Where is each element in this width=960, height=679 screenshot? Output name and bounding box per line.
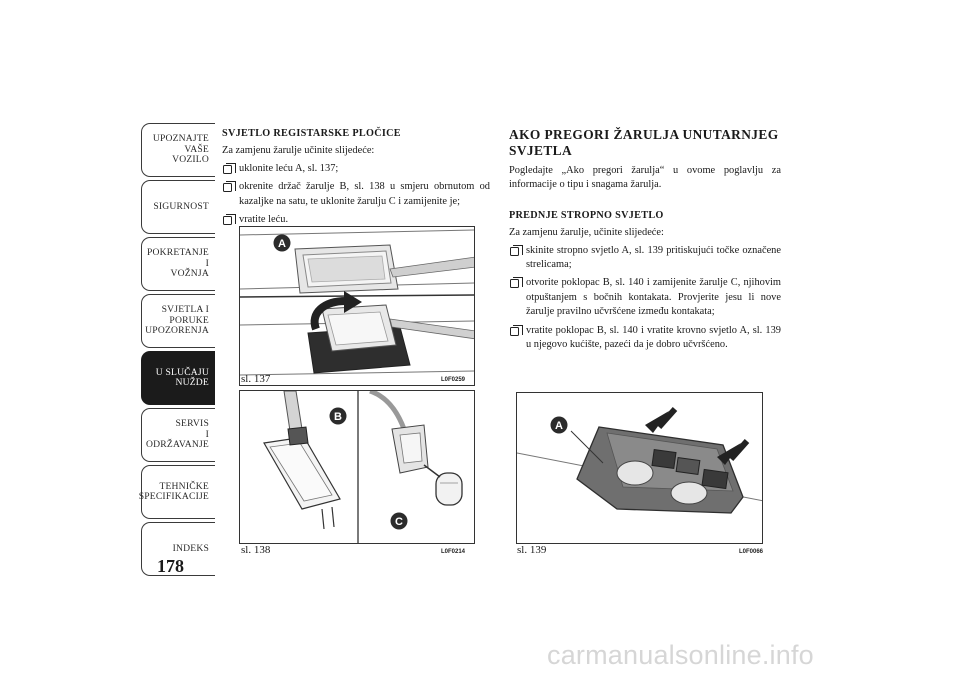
callout-label: A <box>278 238 286 250</box>
tab-tehnicke-specifikacije[interactable]: TEHNIČKE SPECIFIKACIJE <box>139 465 215 519</box>
ceiling-light-illustration <box>517 407 762 514</box>
tab-svjetla-i-poruke[interactable]: SVJETLA I PORUKE UPOZORENJA <box>141 294 215 348</box>
tab-u-slucaju-nuzde[interactable]: U SLUČAJU NUŽDE <box>141 351 215 405</box>
interior-light-section: AKO PREGORI ŽARULJA UNUTARNJEG SVJETLA P… <box>509 127 781 356</box>
checkbox-bullet-icon <box>510 244 523 256</box>
section-intro: Pogledajte „Ako pregori žarulja“ u ovome… <box>509 165 781 191</box>
callout-label: B <box>334 411 342 423</box>
callout-label: C <box>395 516 403 528</box>
callout-a-marker: A <box>273 234 291 252</box>
list-item: skinite stropno svjetlo A, sl. 139 priti… <box>509 244 781 273</box>
page-number: 178 <box>157 556 184 576</box>
step-list: uklonite leću A, sl. 137; okrenite držač… <box>222 162 490 228</box>
bulb-holder-illustration <box>263 391 463 543</box>
license-plate-light-section: SVJETLO REGISTARSKE PLOČICE Za zamjenu ž… <box>222 127 490 231</box>
section-intro: Za zamjenu žarulje učinite slijedeće: <box>222 145 375 157</box>
tab-sigurnost[interactable]: SIGURNOST <box>141 180 215 234</box>
callout-c-marker: C <box>390 512 408 530</box>
list-item: vratite leću. <box>222 213 490 227</box>
callout-b-marker: B <box>329 407 347 425</box>
tab-servis-i-odrzavanje[interactable]: SERVIS I ODRŽAVANJE <box>141 408 215 462</box>
figure-137-caption: sl. 137 <box>241 373 271 385</box>
tab-upoznajte-vase-vozilo[interactable]: UPOZNAJTE VAŠE VOZILO <box>141 123 215 177</box>
figure-138-caption: sl. 138 <box>241 544 271 556</box>
callout-label: A <box>555 420 563 432</box>
list-item: okrenite držač žarulje B, sl. 138 u smje… <box>222 180 490 209</box>
figure-139-code: L0F0066 <box>739 549 764 555</box>
figure-138: B C <box>239 390 475 544</box>
section-heading: SVJETLO REGISTARSKE PLOČICE <box>222 128 401 139</box>
figure-137: A <box>239 226 475 386</box>
list-item: vratite poklopac B, sl. 140 i vratite kr… <box>509 324 781 353</box>
checkbox-bullet-icon <box>510 277 523 289</box>
subsection-intro: Za zamjenu žarulje, učinite slijedeće: <box>509 227 664 239</box>
section-heading: AKO PREGORI ŽARULJA UNUTARNJEG SVJETLA <box>509 127 779 158</box>
callout-a-marker: A <box>550 416 568 434</box>
figure-137-code: L0F0259 <box>441 377 466 383</box>
checkbox-bullet-icon <box>223 162 236 174</box>
figure-138-code: L0F0214 <box>441 549 466 555</box>
list-item: uklonite leću A, sl. 137; <box>222 162 490 176</box>
checkbox-bullet-icon <box>510 324 523 336</box>
list-item: otvorite poklopac B, sl. 140 i zamijenit… <box>509 276 781 319</box>
checkbox-bullet-icon <box>223 181 236 193</box>
watermark: carmanualsonline.info <box>547 640 814 670</box>
figure-139: A <box>516 392 763 544</box>
tab-pokretanje-i-voznja[interactable]: POKRETANJE I VOŽNJA <box>141 237 215 291</box>
step-list: skinite stropno svjetlo A, sl. 139 priti… <box>509 244 781 353</box>
subsection-heading: PREDNJE STROPNO SVJETLO <box>509 209 664 221</box>
figure-139-caption: sl. 139 <box>517 544 547 556</box>
tab-indeks[interactable]: INDEKS <box>141 522 215 576</box>
checkbox-bullet-icon <box>223 214 236 226</box>
license-plate-lens-illustration <box>240 229 474 376</box>
